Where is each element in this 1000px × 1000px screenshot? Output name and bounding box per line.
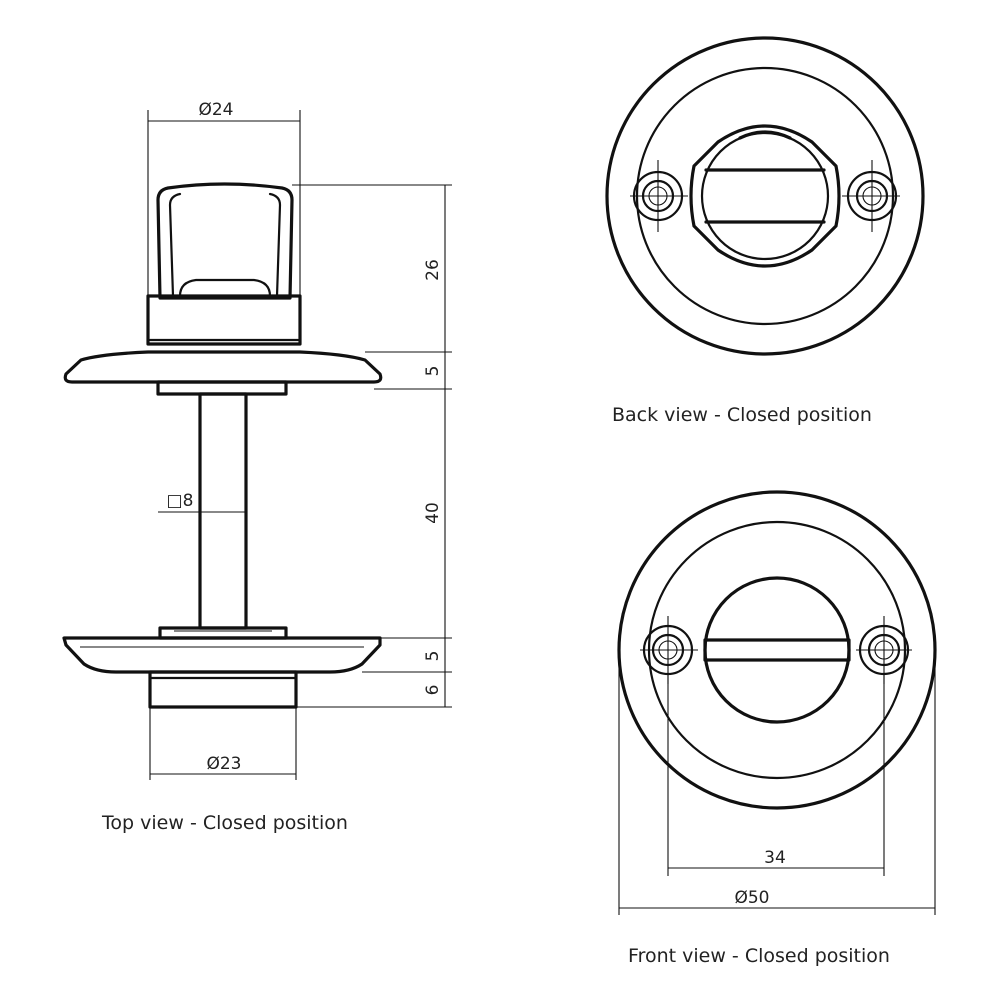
dim-spindle-square: □8 — [167, 491, 194, 511]
dim-base-height: 6 — [423, 685, 443, 696]
top-view: Ø24 26 5 40 □8 5 6 Ø23 Top view - Closed… — [62, 100, 452, 834]
bottom-rose — [62, 626, 382, 709]
back-screw-left — [630, 160, 688, 232]
top-view-dimensions — [147, 110, 452, 780]
dim-spindle-length: 40 — [423, 502, 443, 524]
knob — [146, 182, 302, 346]
dim-base-diameter: Ø23 — [206, 754, 241, 774]
front-view-dimensions — [618, 650, 936, 915]
dim-rose-thickness-bottom: 5 — [423, 651, 443, 662]
dim-height: 26 — [423, 259, 443, 281]
back-screw-right — [842, 160, 900, 232]
dim-hole-spacing: 34 — [764, 848, 786, 868]
top-rose — [63, 350, 383, 396]
front-screw-left — [640, 616, 698, 684]
spindle — [198, 392, 248, 630]
dim-rose-diameter: Ø50 — [734, 888, 769, 908]
dim-rose-thickness-top: 5 — [423, 366, 443, 377]
back-view-caption: Back view - Closed position — [612, 404, 872, 426]
front-view: 34 Ø50 Front view - Closed position — [617, 490, 937, 967]
back-view: Back view - Closed position — [605, 36, 925, 426]
top-view-caption: Top view - Closed position — [101, 812, 348, 834]
dim-knob-diameter: Ø24 — [198, 100, 233, 120]
front-view-caption: Front view - Closed position — [628, 945, 890, 967]
